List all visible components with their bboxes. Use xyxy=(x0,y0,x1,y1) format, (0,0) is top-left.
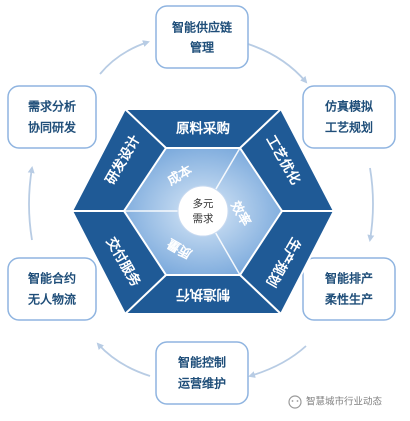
box-line1: 智能控制 xyxy=(177,355,226,370)
cycle-arrow xyxy=(96,342,151,377)
cycle-arrows xyxy=(27,40,375,378)
box-line2: 管理 xyxy=(190,40,214,55)
center-line1: 多元 xyxy=(193,197,214,210)
box-line2: 工艺规划 xyxy=(325,120,373,135)
box-line2: 运营维护 xyxy=(178,376,226,391)
cycle-arrow xyxy=(27,166,35,241)
center-line2: 需求 xyxy=(193,213,214,225)
box-line1: 智能供应链 xyxy=(171,20,233,35)
outer-box-control: 智能控制 运营维护 xyxy=(155,341,249,405)
box-line2: 无人物流 xyxy=(27,292,76,307)
segment-label-execution: 制造执行 xyxy=(176,286,230,303)
watermark: 智慧城市行业动态 xyxy=(288,395,383,409)
watermark-text: 智慧城市行业动态 xyxy=(306,396,383,408)
outer-box-simulation: 仿真模拟 工艺规划 xyxy=(302,85,396,149)
box-line2: 柔性生产 xyxy=(324,292,373,307)
cycle-arrow xyxy=(99,40,150,75)
cycle-arrow xyxy=(248,345,307,378)
outer-box-requirements: 需求分析 协同研发 xyxy=(7,85,97,149)
outer-box-scheduling: 智能排产 柔性生产 xyxy=(302,257,396,321)
box-line1: 智能排产 xyxy=(324,271,373,286)
box-line1: 仿真模拟 xyxy=(325,99,373,114)
outer-box-logistics: 智能合约 无人物流 xyxy=(7,257,97,321)
outer-box-supply-chain: 智能供应链 管理 xyxy=(155,5,249,69)
hexagon: 多元 需求 xyxy=(70,108,336,315)
box-line1: 智能合约 xyxy=(27,271,76,286)
box-line1: 需求分析 xyxy=(28,99,76,114)
wechat-icon xyxy=(288,395,302,409)
center-circle xyxy=(177,185,229,237)
cycle-arrow xyxy=(247,43,308,84)
box-line2: 协同研发 xyxy=(28,120,77,135)
cycle-arrow xyxy=(367,167,375,242)
segment-label-procurement: 原料采购 xyxy=(176,120,230,137)
